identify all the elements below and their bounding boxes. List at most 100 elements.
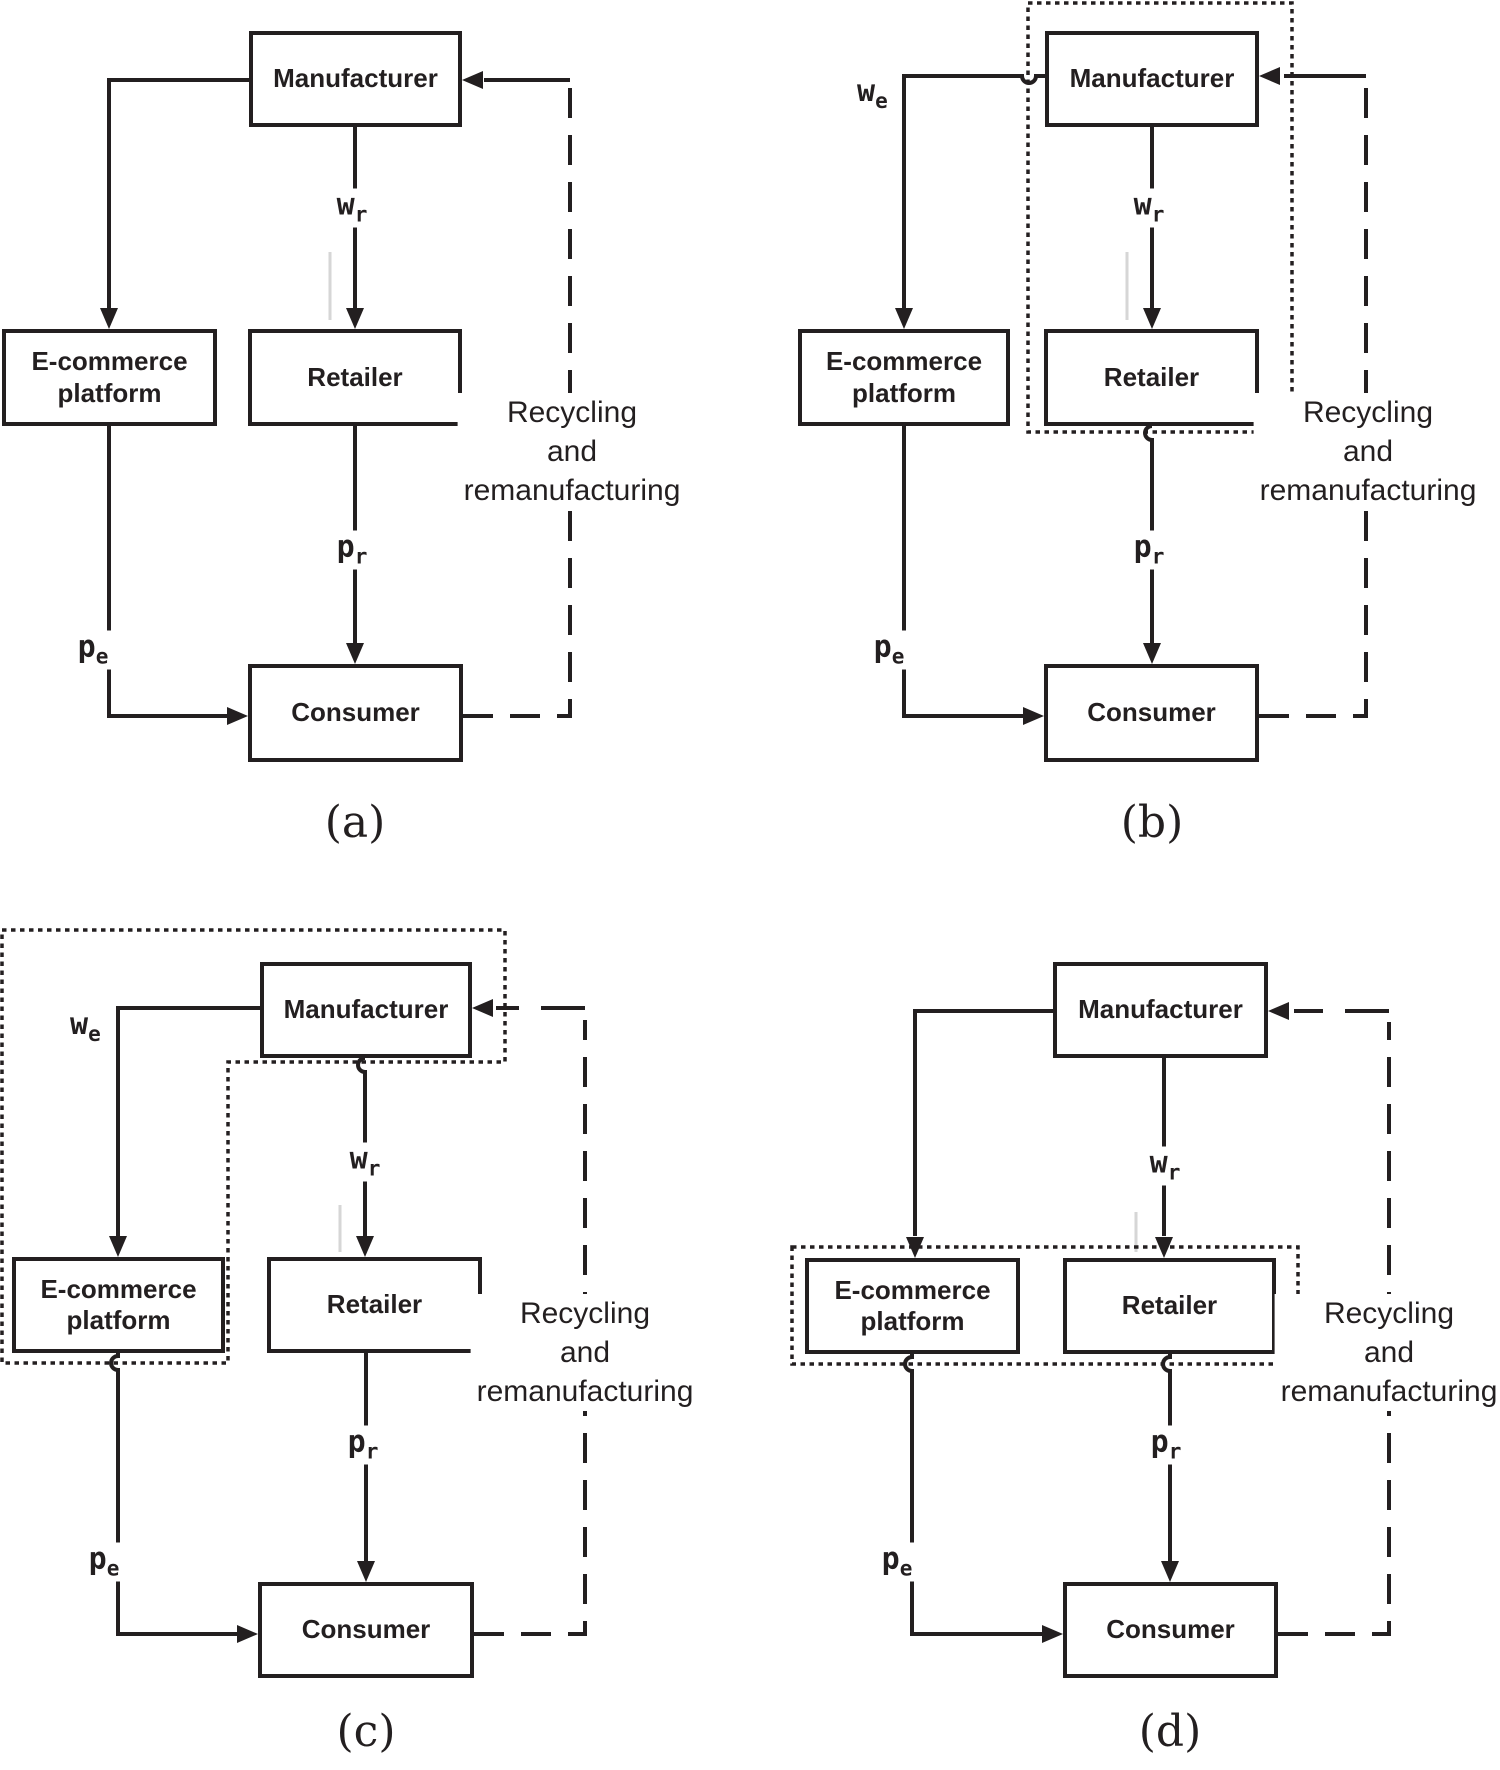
recycling-line: remanufacturing <box>1280 1375 1498 1408</box>
edge-label-we-c: we <box>70 1010 101 1045</box>
edge-manufacturer-to-platform <box>902 74 1045 309</box>
node-manufacturer-d: Manufacturer <box>1053 962 1268 1058</box>
recycling-line: Recycling <box>1302 396 1434 429</box>
recycling-line: remanufacturing <box>1259 474 1477 507</box>
edge-manufacturer-to-platform <box>913 1009 1053 1236</box>
arrowhead-down-icon <box>1143 643 1161 664</box>
label-base: p <box>336 529 355 565</box>
node-retailer-d: Retailer <box>1063 1258 1276 1354</box>
recycling-line: Recycling <box>1323 1297 1455 1330</box>
coalition-dotted-box-manufacturer-retailer <box>1026 1 1294 434</box>
recycling-line: remanufacturing <box>476 1375 694 1408</box>
label-sub: e <box>88 1022 101 1046</box>
arrowhead-right-icon <box>1042 1625 1063 1643</box>
label-sub: r <box>1167 1160 1181 1185</box>
node-manufacturer-a: Manufacturer <box>249 31 462 127</box>
recycling-loop-dashed <box>463 80 572 718</box>
recycling-line: and <box>1342 435 1394 468</box>
arrowhead-left-icon <box>1259 67 1280 85</box>
arrowhead-left-icon <box>462 71 483 89</box>
recycling-line: and <box>1363 1336 1415 1369</box>
arrowhead-right-icon <box>1023 707 1044 725</box>
edge-platform-to-consumer <box>107 426 228 718</box>
label-base: w <box>1133 187 1152 223</box>
label-base: p <box>77 629 96 665</box>
node-consumer-d: Consumer <box>1063 1582 1278 1678</box>
panel-caption-b: (b) <box>1120 797 1184 848</box>
recycling-line: and <box>559 1336 611 1369</box>
arrowhead-down-icon <box>346 643 364 664</box>
panel-caption-d: (d) <box>1138 1706 1202 1757</box>
edge-label-wr-d: wr <box>1143 1145 1187 1186</box>
label-sub: r <box>367 1156 381 1181</box>
edge-label-pe-a: pe <box>71 629 115 670</box>
coalition-dotted-box-platform-retailer <box>790 1245 1300 1366</box>
edge-label-pr-d: pr <box>1144 1424 1188 1465</box>
label-base: p <box>873 629 892 665</box>
node-retailer-c: Retailer <box>267 1257 482 1353</box>
arrowhead-down-icon <box>356 1236 374 1257</box>
node-retailer-a: Retailer <box>248 329 462 426</box>
recycling-line: remanufacturing <box>463 474 681 507</box>
node-platform-b: E-commerce platform <box>798 329 1010 426</box>
label-sub: r <box>1168 1439 1182 1464</box>
arrowhead-down-icon <box>109 1236 127 1257</box>
node-retailer-b: Retailer <box>1044 329 1259 426</box>
edge-label-pr-b: pr <box>1127 529 1171 570</box>
label-base: w <box>1149 1145 1168 1181</box>
node-platform-d: E-commerce platform <box>805 1258 1020 1354</box>
panel-caption-a: (a) <box>324 797 386 848</box>
recycling-loop-dashed <box>1278 1022 1391 1636</box>
recycling-note-a: Recycling and remanufacturing <box>457 393 687 510</box>
edge-platform-to-consumer <box>903 1354 1043 1636</box>
arrowhead-down-icon <box>1155 1237 1173 1258</box>
arrowhead-down-icon <box>895 308 913 329</box>
edge-label-wr-b: wr <box>1127 187 1171 228</box>
label-sub: e <box>899 1556 913 1581</box>
node-manufacturer-c: Manufacturer <box>260 962 472 1058</box>
node-manufacturer-b: Manufacturer <box>1045 31 1259 127</box>
edge-retailer-to-consumer <box>1143 424 1154 645</box>
arrowhead-down-icon <box>100 308 118 329</box>
connectors-panel-d <box>790 1002 1391 1643</box>
label-sub: r <box>365 1439 379 1464</box>
edge-label-pr-c: pr <box>341 1424 385 1465</box>
label-sub: r <box>1151 544 1165 569</box>
connectors-panel-c <box>0 928 587 1643</box>
arrowhead-left-icon <box>1268 1002 1289 1020</box>
arrowhead-right-icon <box>227 707 248 725</box>
edge-label-wr-c: wr <box>343 1142 387 1182</box>
edge-manufacturer-to-platform <box>107 78 249 309</box>
arrowhead-left-icon <box>472 999 493 1017</box>
edge-label-pr-a: pr <box>330 529 374 570</box>
edge-label-pe-b: pe <box>867 629 911 670</box>
arrowhead-down-icon <box>357 1561 375 1582</box>
label-sub: e <box>891 644 905 669</box>
label-sub: r <box>354 544 368 569</box>
label-base: p <box>1133 529 1152 565</box>
label-base: p <box>347 1424 366 1460</box>
edge-label-pe-d: pe <box>875 1541 919 1582</box>
arrowhead-down-icon <box>906 1237 924 1258</box>
edge-label-pe-c: pe <box>82 1541 126 1582</box>
label-base: p <box>1150 1424 1169 1460</box>
edge-retailer-to-consumer <box>1161 1354 1172 1563</box>
label-base: p <box>88 1541 107 1577</box>
recycling-note-b: Recycling and remanufacturing <box>1253 393 1483 510</box>
label-sub: e <box>106 1556 120 1581</box>
edge-label-wr-a: wr <box>330 187 374 228</box>
panel-caption-c: (c) <box>336 1706 396 1757</box>
arrowhead-down-icon <box>1143 308 1161 329</box>
recycling-line: Recycling <box>506 396 638 429</box>
node-consumer-a: Consumer <box>248 664 463 762</box>
edge-label-we-b: we <box>857 77 888 112</box>
label-base: w <box>336 187 355 223</box>
label-base: p <box>881 1541 900 1577</box>
edge-manufacturer-to-retailer <box>356 1056 367 1238</box>
recycling-line: and <box>546 435 598 468</box>
edge-platform-to-consumer <box>109 1353 238 1636</box>
recycling-note-c: Recycling and remanufacturing <box>470 1294 700 1411</box>
coalition-dotted-box-manufacturer-platform <box>0 928 507 1365</box>
recycling-loop-dashed <box>474 1020 587 1636</box>
